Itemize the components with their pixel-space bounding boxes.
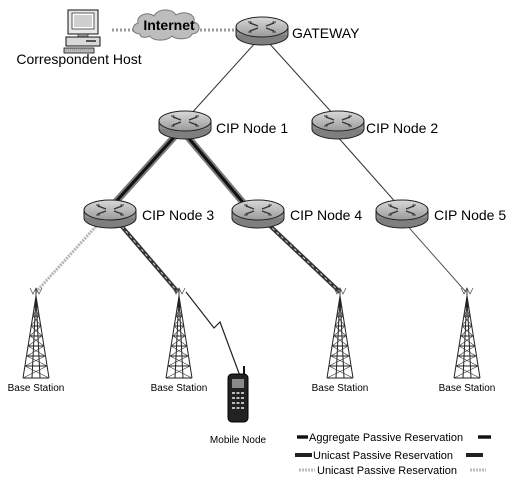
cip-node-3-label: CIP Node 3 xyxy=(142,207,214,223)
legend-unicast-solid-label: Unicast Passive Reservation xyxy=(313,450,453,462)
legend-aggregate-label: Aggregate Passive Reservation xyxy=(309,432,463,444)
base-station-1-tower-icon xyxy=(22,287,50,379)
base-station-1-label: Base Station xyxy=(8,383,65,394)
gateway-router-icon xyxy=(235,16,289,46)
cip-node-4-label: CIP Node 4 xyxy=(290,207,362,223)
link-cip3-bs2 xyxy=(116,220,180,294)
computer-icon xyxy=(63,9,101,54)
link-gateway-cip1 xyxy=(189,41,257,116)
cip-node-2-router-icon xyxy=(311,110,365,140)
correspondent-host-label: Correspondent Host xyxy=(16,51,141,67)
internet-label: Internet xyxy=(143,17,195,33)
mobile-node-label: Mobile Node xyxy=(210,435,267,446)
base-station-3-tower-icon xyxy=(326,287,354,379)
link-cip5-bs4 xyxy=(403,221,467,293)
link-cip3-bs1 xyxy=(34,220,102,294)
legend-unicast-light-label: Unicast Passive Reservation xyxy=(317,465,457,477)
base-station-2-tower-icon xyxy=(165,287,193,379)
cloud-icon xyxy=(132,9,200,41)
cip-node-2-label: CIP Node 2 xyxy=(366,120,438,136)
link-gateway-cip2 xyxy=(267,41,335,116)
link-cip2-cip5 xyxy=(335,134,399,206)
cip-node-5-router-icon xyxy=(375,199,429,229)
wireless-link-icon xyxy=(185,291,241,377)
base-station-4-label: Base Station xyxy=(439,383,496,394)
base-station-3-label: Base Station xyxy=(312,383,369,394)
base-station-2-label: Base Station xyxy=(151,383,208,394)
mobile-phone-icon xyxy=(227,366,249,423)
cip-node-1-router-icon xyxy=(158,110,212,140)
cip-node-5-label: CIP Node 5 xyxy=(434,207,506,223)
legend: Aggregate Passive Reservation Unicast Pa… xyxy=(295,432,491,477)
cip-node-1-label: CIP Node 1 xyxy=(216,120,288,136)
cip-node-3-router-icon xyxy=(83,199,137,229)
cip-node-4-router-icon xyxy=(231,199,285,229)
base-station-4-tower-icon xyxy=(453,287,481,379)
gateway-label: GATEWAY xyxy=(292,25,360,41)
